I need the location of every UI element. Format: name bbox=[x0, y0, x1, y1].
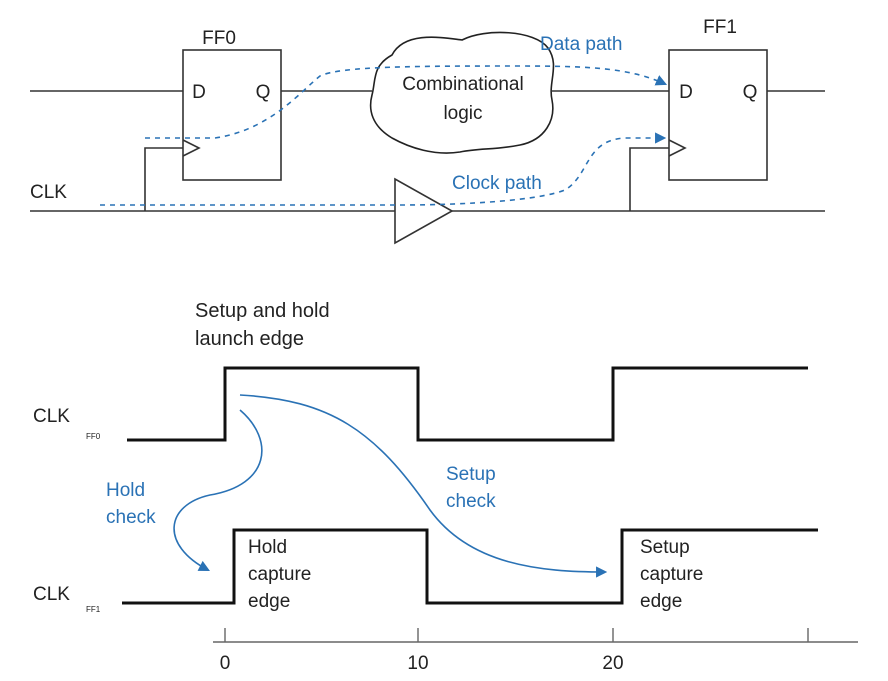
setup-capture-line3: edge bbox=[640, 591, 682, 612]
clock-path-label: Clock path bbox=[452, 173, 542, 194]
hold-capture-line2: capture bbox=[248, 564, 311, 585]
ff0-clock-triangle bbox=[182, 139, 201, 157]
clock-buffer bbox=[394, 177, 454, 245]
data-path-arrow bbox=[145, 65, 668, 139]
ff1-clock-triangle bbox=[668, 139, 687, 157]
launch-label-line2: launch edge bbox=[195, 328, 304, 350]
ff0-q-label: Q bbox=[256, 82, 271, 103]
setup-capture-line2: capture bbox=[640, 564, 703, 585]
launch-label-line1: Setup and hold bbox=[195, 300, 330, 322]
logic-label-line2: logic bbox=[443, 103, 482, 124]
circuit-clk-label: CLK bbox=[30, 182, 67, 203]
clk-ff0-subscript: FF0 bbox=[86, 432, 101, 441]
logic-label-line1: Combinational bbox=[402, 74, 523, 95]
clk-ff1-label: CLK bbox=[33, 584, 70, 605]
setup-check-line1: Setup bbox=[446, 464, 496, 485]
tick-label-0: 0 bbox=[220, 653, 231, 674]
setup-check-line2: check bbox=[446, 491, 496, 512]
ff1-title: FF1 bbox=[703, 17, 737, 38]
ff1-d-label: D bbox=[679, 82, 693, 103]
ff0-d-label: D bbox=[192, 82, 206, 103]
ff0-box bbox=[182, 49, 282, 181]
hold-capture-line1: Hold bbox=[248, 537, 287, 558]
setup-check-arrow bbox=[239, 394, 608, 578]
ff1-box bbox=[668, 49, 768, 181]
clk-ff0-label: CLK bbox=[33, 406, 70, 427]
hold-check-line1: Hold bbox=[106, 480, 145, 501]
clock-path-arrow bbox=[100, 132, 667, 206]
hold-check-line2: check bbox=[106, 507, 156, 528]
combinational-logic-cloud bbox=[369, 31, 555, 154]
setup-capture-line1: Setup bbox=[640, 537, 690, 558]
hold-capture-line3: edge bbox=[248, 591, 290, 612]
clk-branch-ff1 bbox=[629, 147, 669, 211]
clk-branch-ff0 bbox=[144, 147, 183, 211]
clk-ff0-waveform bbox=[127, 366, 808, 442]
ff0-title: FF0 bbox=[202, 28, 236, 49]
data-path-label: Data path bbox=[540, 34, 622, 55]
tick-label-20: 20 bbox=[602, 653, 623, 674]
clk-ff1-subscript: FF1 bbox=[86, 605, 101, 614]
hold-check-arrow bbox=[173, 409, 263, 572]
clk-ff1-waveform bbox=[122, 528, 818, 605]
tick-label-10: 10 bbox=[407, 653, 428, 674]
ff1-q-label: Q bbox=[743, 82, 758, 103]
